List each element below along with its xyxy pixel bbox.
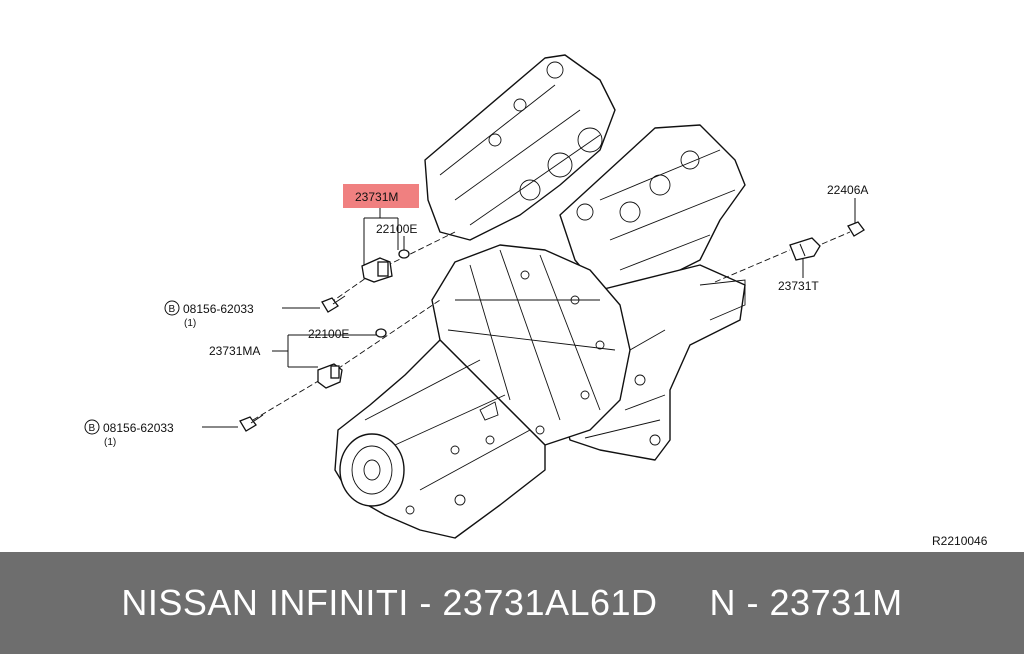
reference-code: R2210046 xyxy=(932,534,988,548)
bolt-marker-bottom: B xyxy=(89,423,96,434)
banner-part-code: N - 23731M xyxy=(709,582,903,623)
label-bolt-bottom: 08156-62033 xyxy=(103,421,174,435)
banner-title: NISSAN INFINITI - 23731AL61D xyxy=(121,582,658,623)
label-23731m[interactable]: 23731M xyxy=(355,190,398,204)
engine-block-illustration xyxy=(334,54,746,539)
sensor-23731m-part[interactable] xyxy=(361,257,393,283)
bolt-bottom-part[interactable] xyxy=(239,414,264,432)
label-22100e-top[interactable]: 22100E xyxy=(376,222,417,236)
label-bolt-bottom-qty: (1) xyxy=(104,437,116,448)
sensor-23731t-part[interactable] xyxy=(789,237,821,261)
bolt-top-part[interactable] xyxy=(321,295,346,313)
plug-22406a-part[interactable] xyxy=(847,221,865,237)
part-number-banner: NISSAN INFINITI - 23731AL61D N - 23731M xyxy=(0,552,1024,654)
highlight-box-23731m xyxy=(343,184,419,208)
label-22406a[interactable]: 22406A xyxy=(827,183,868,197)
engine-diagram: 23731M 22100E 22100E 23731MA 22406A 2373… xyxy=(84,54,988,548)
label-23731ma[interactable]: 23731MA xyxy=(209,344,260,358)
label-bolt-top-qty: (1) xyxy=(184,318,196,329)
bolt-b-marker-icon xyxy=(164,300,180,316)
label-23731t[interactable]: 23731T xyxy=(778,279,819,293)
o-ring-22100e-mid[interactable] xyxy=(375,328,387,338)
sensor-23731ma-part[interactable] xyxy=(317,363,343,389)
label-bolt-top: 08156-62033 xyxy=(183,302,254,316)
bolt-bottom-callout[interactable]: B 08156-62033 (1) xyxy=(84,419,174,448)
leader-lines xyxy=(202,198,856,428)
o-ring-22100e-top[interactable] xyxy=(398,249,410,259)
bolt-top-callout[interactable]: B 08156-62033 (1) xyxy=(164,300,254,329)
label-22100e-mid[interactable]: 22100E xyxy=(308,327,349,341)
bolt-marker-top: B xyxy=(169,304,176,315)
bolt-b-marker-icon xyxy=(84,419,100,435)
